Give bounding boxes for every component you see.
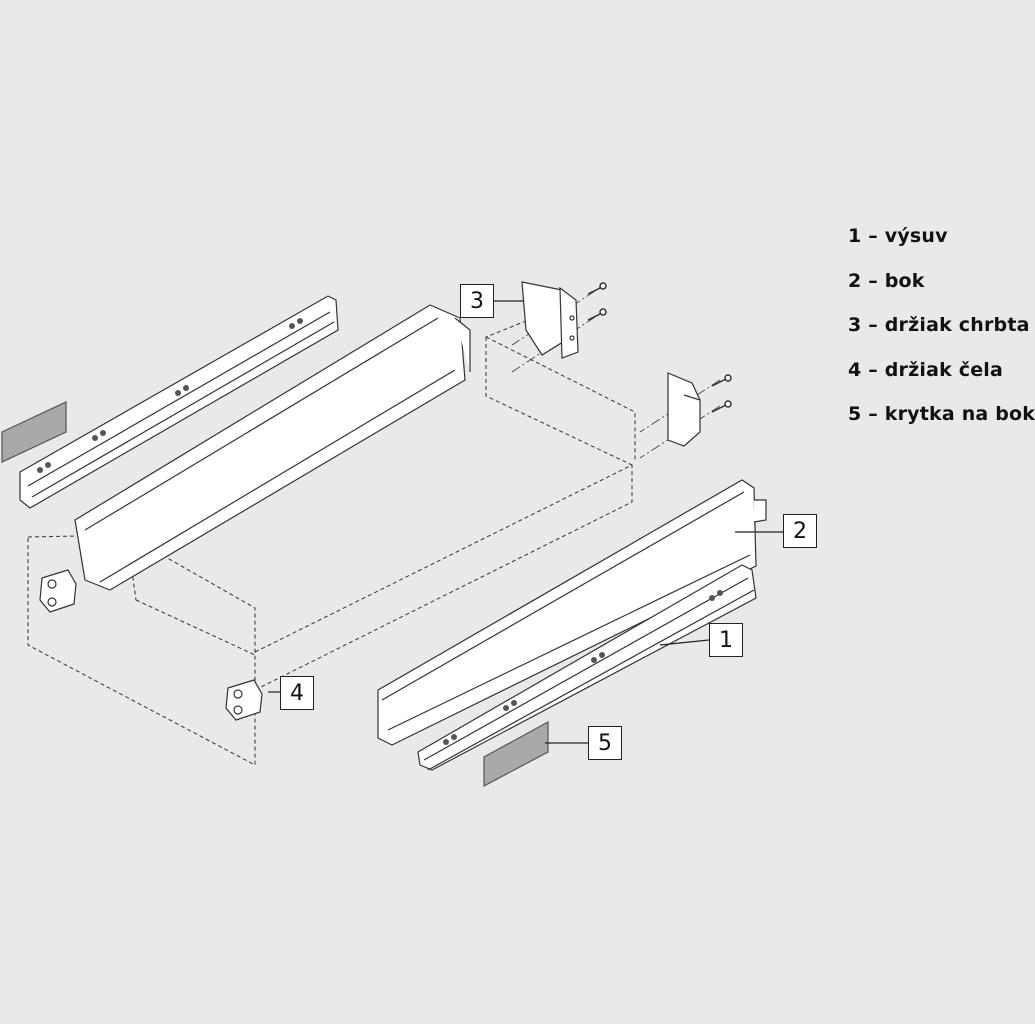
left-cover-plate: [1, 401, 67, 463]
left-side-panel: [74, 304, 471, 591]
rear-screws: [587, 282, 607, 321]
parts-legend: 1 – výsuv 2 – bok 3 – držiak chrbta 4 – …: [848, 222, 1035, 445]
back-bracket: [667, 372, 701, 447]
callout-3: 3: [460, 284, 494, 318]
right-runner: [417, 564, 757, 771]
legend-item-drziak-cela: 4 – držiak čela: [848, 358, 1004, 381]
rear-bracket: [521, 281, 579, 359]
callout-5: 5: [588, 726, 622, 760]
left-runner: [19, 295, 339, 509]
right-side-panel: [377, 479, 767, 746]
callout-2: 2: [783, 514, 817, 548]
front-bracket-right: [225, 679, 263, 721]
back-screws: [711, 374, 732, 413]
callout-1: 1: [709, 623, 743, 657]
front-bracket-left: [39, 569, 77, 613]
legend-item-krytka-na-bok: 5 – krytka na bok: [848, 403, 1035, 425]
leader-lines: [268, 300, 783, 744]
legend-item-vysuv: 1 – výsuv: [848, 225, 948, 247]
right-cover-plate: [483, 720, 549, 787]
callout-4: 4: [280, 676, 314, 710]
legend-item-drziak-chrbta: 3 – držiak chrbta: [848, 314, 1030, 336]
legend-item-bok: 2 – bok: [848, 269, 925, 292]
